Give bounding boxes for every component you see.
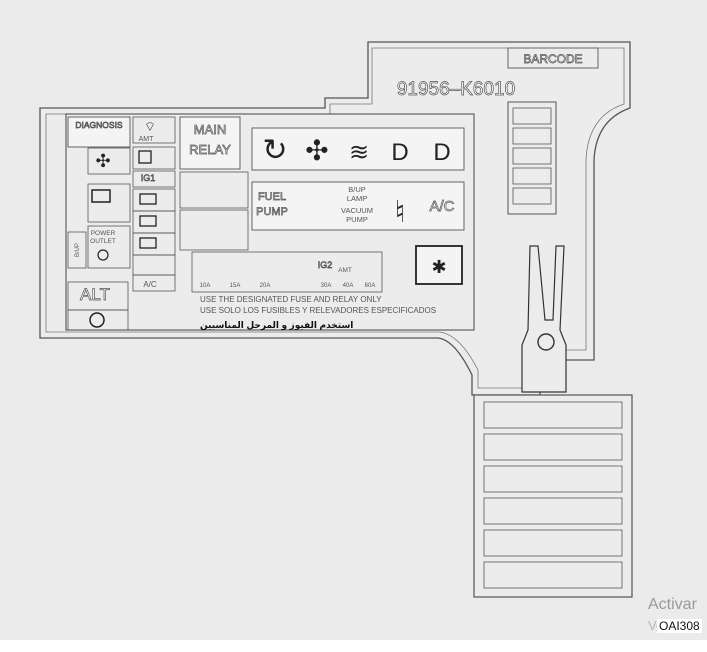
battery-icon-1: [139, 193, 157, 205]
bup-lamp-label-1: B/UP: [348, 185, 366, 194]
instruction-english: USE THE DESIGNATED FUSE AND RELAY ONLY: [200, 295, 382, 304]
defog-fuse: [87, 183, 131, 223]
wiper-icon: ⌔: [144, 119, 156, 134]
ac-compressor-fuse: [132, 146, 176, 170]
bup-lamp-label-2: LAMP: [347, 194, 367, 203]
amp-15a: 15A: [230, 283, 241, 289]
barcode-label: BARCODE: [523, 52, 582, 66]
mini-fuse-row: [191, 251, 383, 293]
fog-lamp-relay-icon: ≋: [349, 139, 369, 166]
figure-code: OAI308: [657, 619, 702, 633]
power-outlet-label-2: OUTLET: [90, 238, 116, 245]
relay-row-2: [251, 181, 465, 231]
bup-label: B/UP: [75, 243, 81, 257]
right-connector-row-4: [512, 167, 552, 185]
spare-fuse-slot-2: [483, 433, 623, 461]
ac-small-label: A/C: [143, 280, 157, 289]
battery-icon-2: [139, 215, 157, 227]
amp-10a: 10A: [200, 283, 211, 289]
diagnosis-connector: [67, 116, 131, 148]
mini-fuse-grid-2: [179, 209, 249, 251]
outlet-icon: [97, 249, 109, 261]
ign1-fuse: [132, 170, 176, 188]
vacuum-pump-label: PUMP: [346, 215, 368, 224]
amp-30a: 30A: [321, 283, 332, 289]
relay-label: RELAY: [189, 142, 231, 157]
ac-small-fuse: [132, 274, 176, 292]
fuse-puller-hinge: [537, 333, 555, 351]
instruction-spanish: USE SOLO LOS FUSIBLES Y RELEVADORES ESPE…: [200, 306, 436, 315]
watermark-text: Activar: [648, 596, 697, 613]
fuse-puller: [521, 245, 567, 393]
alt-label: ALT: [80, 285, 110, 304]
amp-60a: 60A: [365, 283, 376, 289]
right-connector-row-5: [512, 187, 552, 205]
amp-20a: 20A: [260, 283, 271, 289]
barcode-box: [507, 47, 599, 69]
abs-fuse: [67, 309, 129, 331]
power-outlet-fuse: [87, 225, 131, 269]
wiper-fuse: [132, 116, 176, 144]
right-connector-row-1: [512, 107, 552, 125]
battery-icon-3: [139, 237, 157, 249]
ac-compressor-icon: [138, 150, 152, 164]
defog-icon: [91, 189, 111, 203]
power-outlet-label-1: POWER: [91, 230, 116, 237]
ac-relay-icon: ✱: [431, 257, 446, 277]
fuse-panel: [65, 113, 475, 331]
vacuum-label: VACUUM: [341, 206, 373, 215]
steering-icon: [89, 312, 105, 328]
amt2-label: AMT: [338, 267, 352, 274]
fuel-label: FUEL: [258, 191, 286, 203]
ac-relay: [415, 245, 463, 285]
diagnosis-label: DIAGNOSIS: [75, 120, 123, 130]
amp-40a: 40A: [343, 283, 354, 289]
horn-icon: ♮: [395, 196, 406, 229]
fan-fuse-icon: ✣: [95, 151, 110, 171]
pump-label: PUMP: [256, 206, 288, 218]
main-label: MAIN: [194, 122, 227, 137]
spare-fuse-slot-6: [483, 561, 623, 589]
right-connector-row-3: [512, 147, 552, 165]
fan-relay-icon: ✣: [305, 135, 328, 166]
mini-fuse-grid-1: [179, 171, 249, 209]
main-relay: [179, 116, 241, 170]
horn-relay-icon: ↻: [262, 134, 287, 167]
spare-fuse-slot-1: [483, 401, 623, 429]
amt-label: AMT: [139, 136, 155, 143]
ig2-label: IG2: [318, 260, 333, 270]
bup-fuse: [67, 231, 87, 269]
part-number: 91956–K6010: [397, 79, 515, 100]
right-connector-row-2: [512, 127, 552, 145]
fan-fuse: [87, 147, 131, 175]
relay-row: [251, 127, 465, 171]
spare-fuse-slot-4: [483, 497, 623, 525]
spare-fuse-slot-5: [483, 529, 623, 557]
fuse-box-inner-outline: [45, 47, 625, 389]
spare-fuse-slot-3: [483, 465, 623, 493]
ac-label: A/C: [429, 198, 454, 215]
instruction-arabic: استخدم الفيوز و المرحل المناسبين: [200, 320, 353, 331]
high-beam-relay-icon: D: [433, 139, 450, 166]
ign1-label: IG1: [141, 173, 156, 183]
right-connector: [507, 101, 557, 215]
low-beam-relay-icon: D: [391, 139, 408, 166]
spare-fuse-holder: [473, 394, 633, 598]
